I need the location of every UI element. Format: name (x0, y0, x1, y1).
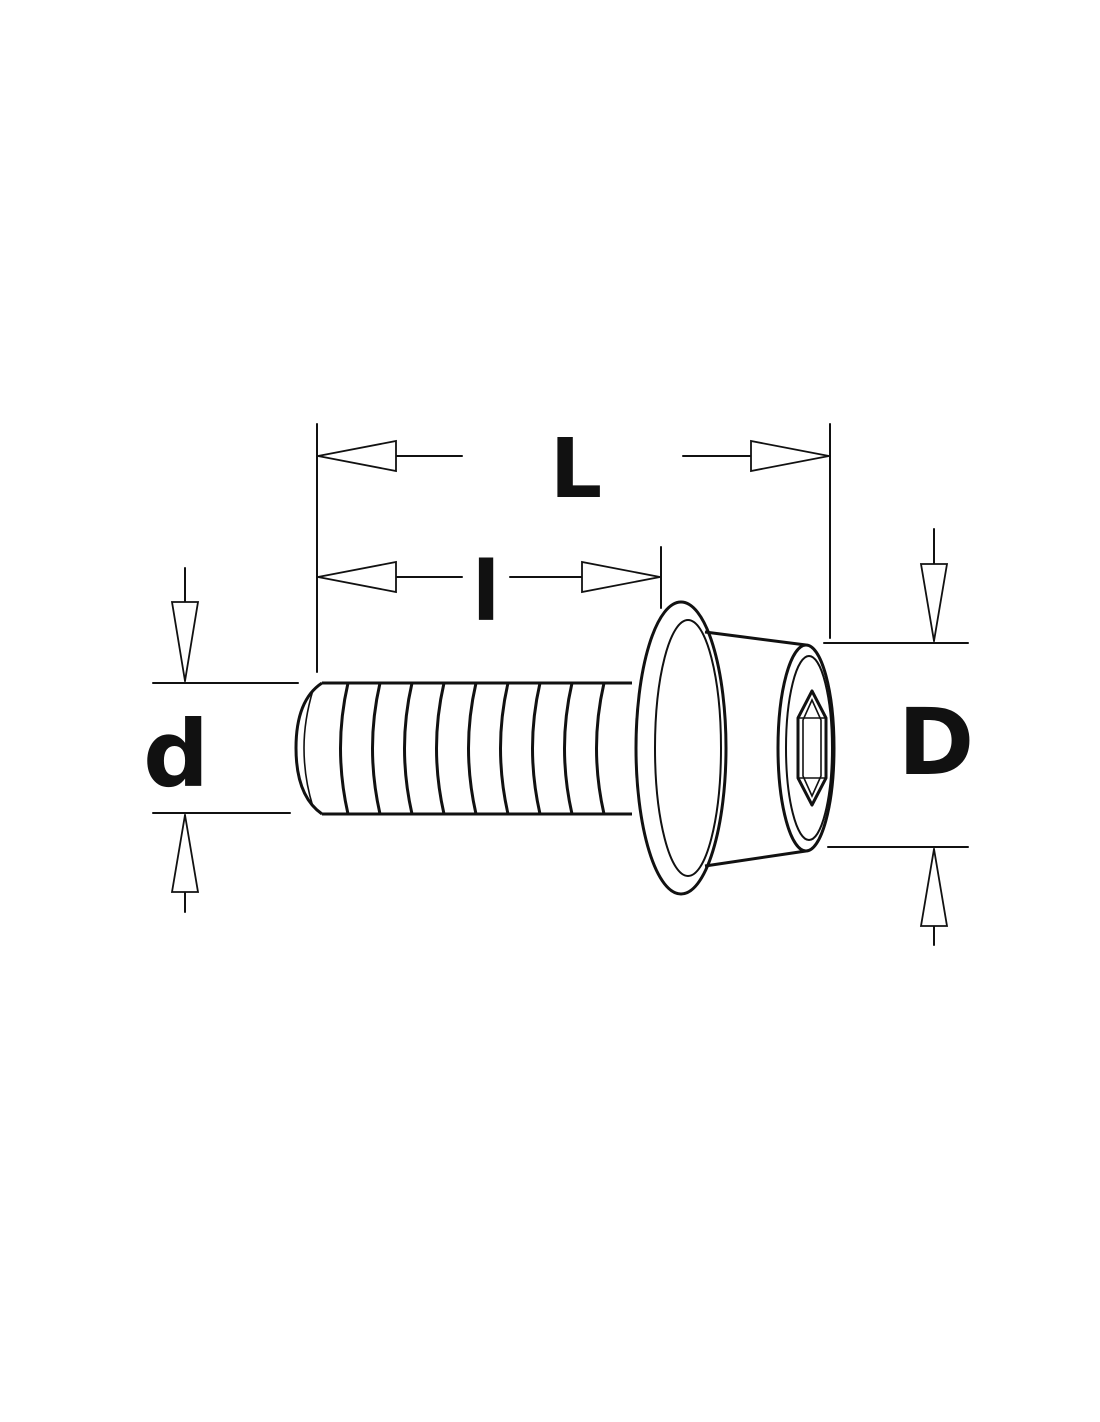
arrow-down-icon (170, 601, 200, 682)
screw (294, 600, 836, 896)
label-L: L (550, 422, 602, 517)
head (704, 630, 836, 868)
dimension-thread-diameter: d (143, 567, 299, 913)
label-d: d (143, 701, 209, 808)
arrow-down-icon (919, 563, 949, 642)
threaded-shank (294, 681, 632, 816)
thread-ridges (339, 682, 606, 815)
dimension-thread-length: l (317, 545, 662, 640)
dimension-overall-length: L (316, 422, 831, 673)
flange-outer (634, 600, 728, 896)
arrow-up-icon (919, 848, 949, 927)
arrow-up-icon (170, 814, 200, 893)
flange (634, 600, 728, 896)
arrow-right-icon (750, 439, 830, 473)
dimension-head-diameter: D (823, 528, 974, 946)
arrow-left-icon (317, 439, 397, 473)
label-D: D (898, 689, 974, 796)
head-cone-outline (704, 630, 807, 868)
flange-inner (654, 619, 722, 877)
arrow-right-icon (581, 560, 661, 594)
head-face-outer (776, 643, 836, 853)
label-l: l (472, 545, 500, 640)
shank-outline (294, 681, 632, 816)
hex-socket-icon (796, 689, 828, 807)
head-face-inner (785, 655, 833, 841)
shank-tip-inner (303, 689, 314, 808)
arrow-left-icon (317, 560, 397, 594)
